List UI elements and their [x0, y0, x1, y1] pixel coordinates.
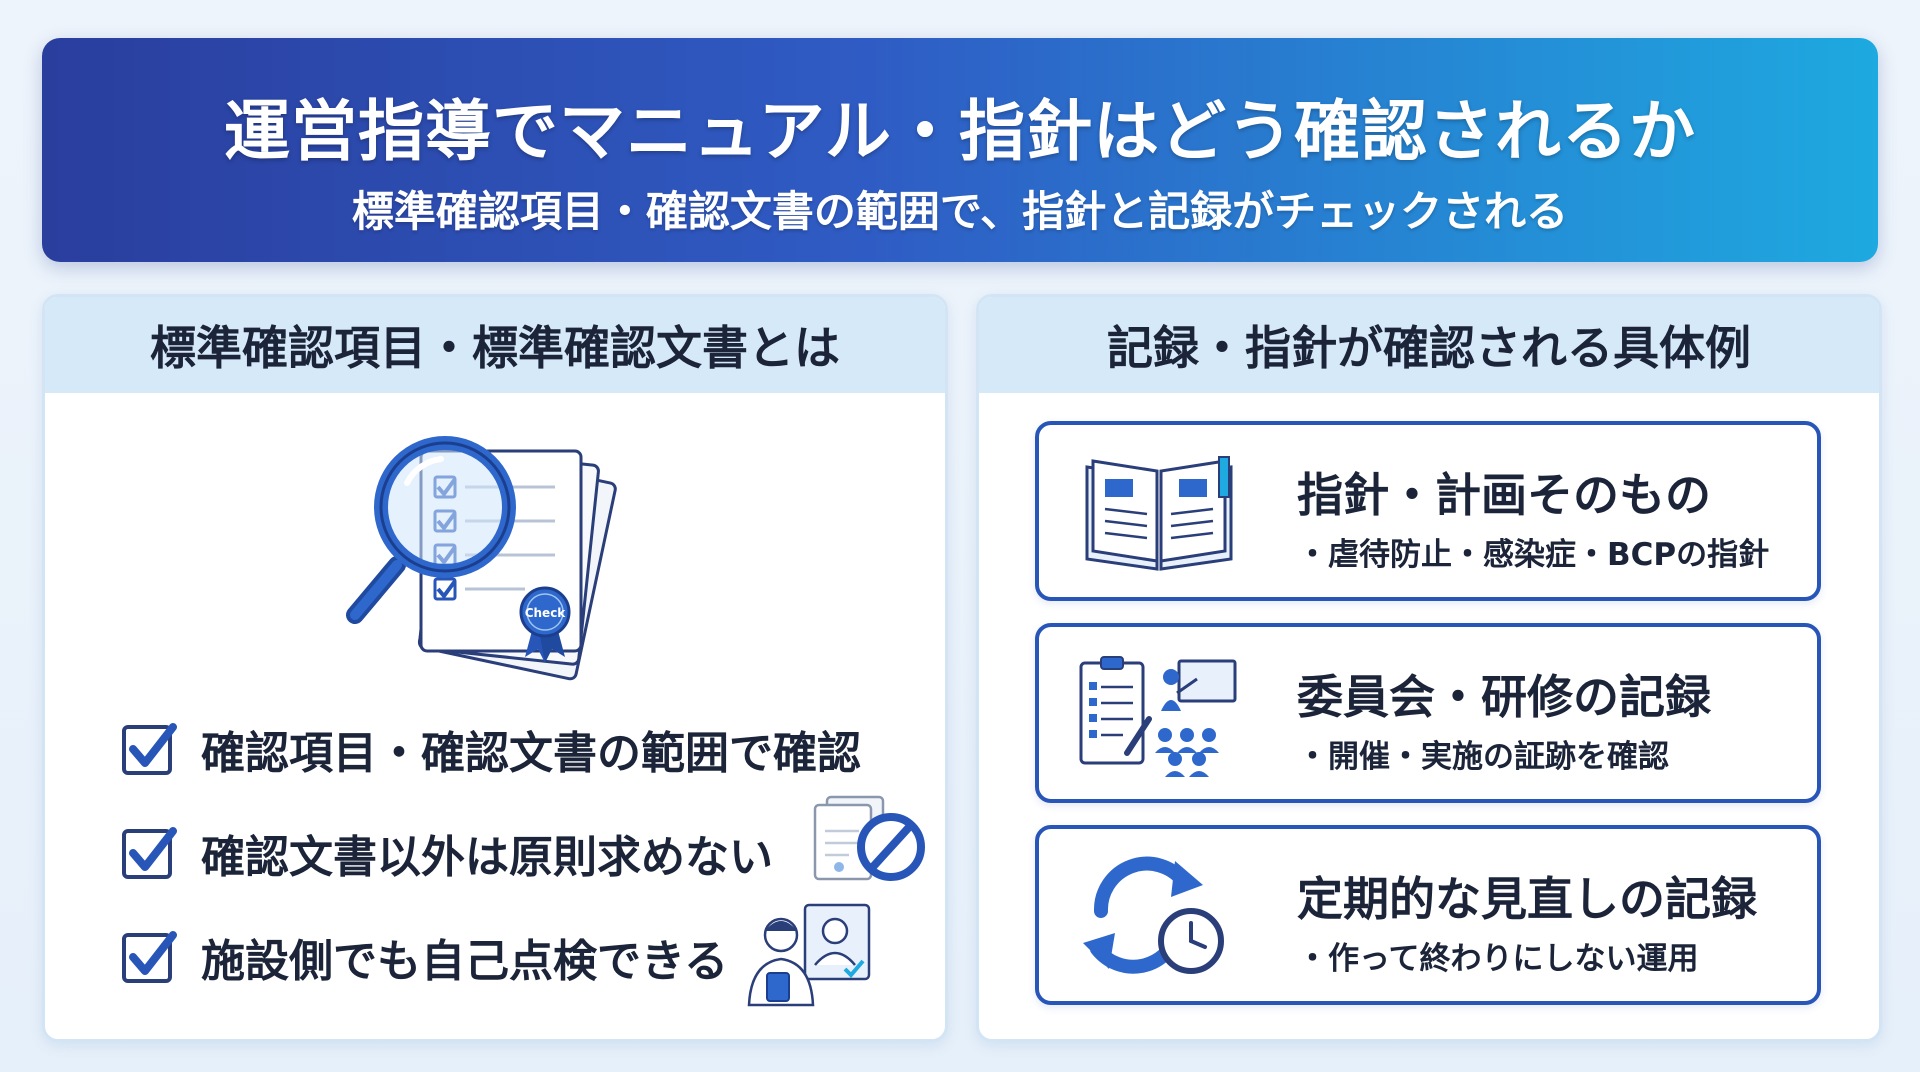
training-icon	[1079, 656, 1237, 777]
document-inspection-icon: Check	[346, 436, 617, 681]
refresh-clock-icon	[1083, 856, 1224, 974]
card-title: 委員会・研修の記録	[1297, 670, 1711, 724]
page-title: 運営指導でマニュアル・指針はどう確認されるか	[223, 93, 1697, 170]
right-panel-heading: 記録・指針が確認される具体例	[979, 297, 1879, 393]
left-panel: 標準確認項目・標準確認文書とは Chec	[42, 294, 948, 1042]
self-inspection-icon	[747, 903, 871, 1007]
card-title: 指針・計画そのもの	[1297, 468, 1711, 522]
header-banner: 運営指導でマニュアル・指針はどう確認されるか 標準確認項目・確認文書の範囲で、指…	[42, 38, 1878, 262]
check-badge-text: Check	[525, 606, 567, 620]
checklist-item: 施設側でも自己点検できる	[121, 925, 728, 989]
card-detail: ・開催・実施の証跡を確認	[1297, 739, 1669, 775]
checkbox-checked-icon	[122, 723, 177, 775]
card-title: 定期的な見直しの記録	[1297, 872, 1757, 926]
left-panel-heading: 標準確認項目・標準確認文書とは	[45, 297, 945, 393]
example-card: 指針・計画そのもの ・虐待防止・感染症・BCPの指針	[1035, 421, 1821, 601]
checkbox-checked-icon	[122, 827, 177, 879]
example-card: 委員会・研修の記録 ・開催・実施の証跡を確認	[1035, 623, 1821, 803]
checkbox-checked-icon	[122, 931, 177, 983]
checklist-label: 確認項目・確認文書の範囲で確認	[201, 728, 861, 779]
checklist-item: 確認項目・確認文書の範囲で確認	[121, 717, 861, 781]
checklist-item: 確認文書以外は原則求めない	[121, 821, 773, 885]
checklist-label: 確認文書以外は原則求めない	[201, 832, 773, 883]
checklist-label: 施設側でも自己点検できる	[201, 936, 729, 987]
page-subtitle: 標準確認項目・確認文書の範囲で、指針と記録がチェックされる	[351, 187, 1569, 236]
open-book-icon	[1085, 456, 1233, 571]
right-panel: 記録・指針が確認される具体例 指針・計画そのもの ・虐待防止・感染症・BCPの指…	[976, 294, 1882, 1042]
example-card: 定期的な見直しの記録 ・作って終わりにしない運用	[1035, 825, 1821, 1005]
card-detail: ・虐待防止・感染症・BCPの指針	[1297, 537, 1770, 573]
no-documents-icon	[813, 795, 925, 881]
card-detail: ・作って終わりにしない運用	[1297, 941, 1699, 977]
